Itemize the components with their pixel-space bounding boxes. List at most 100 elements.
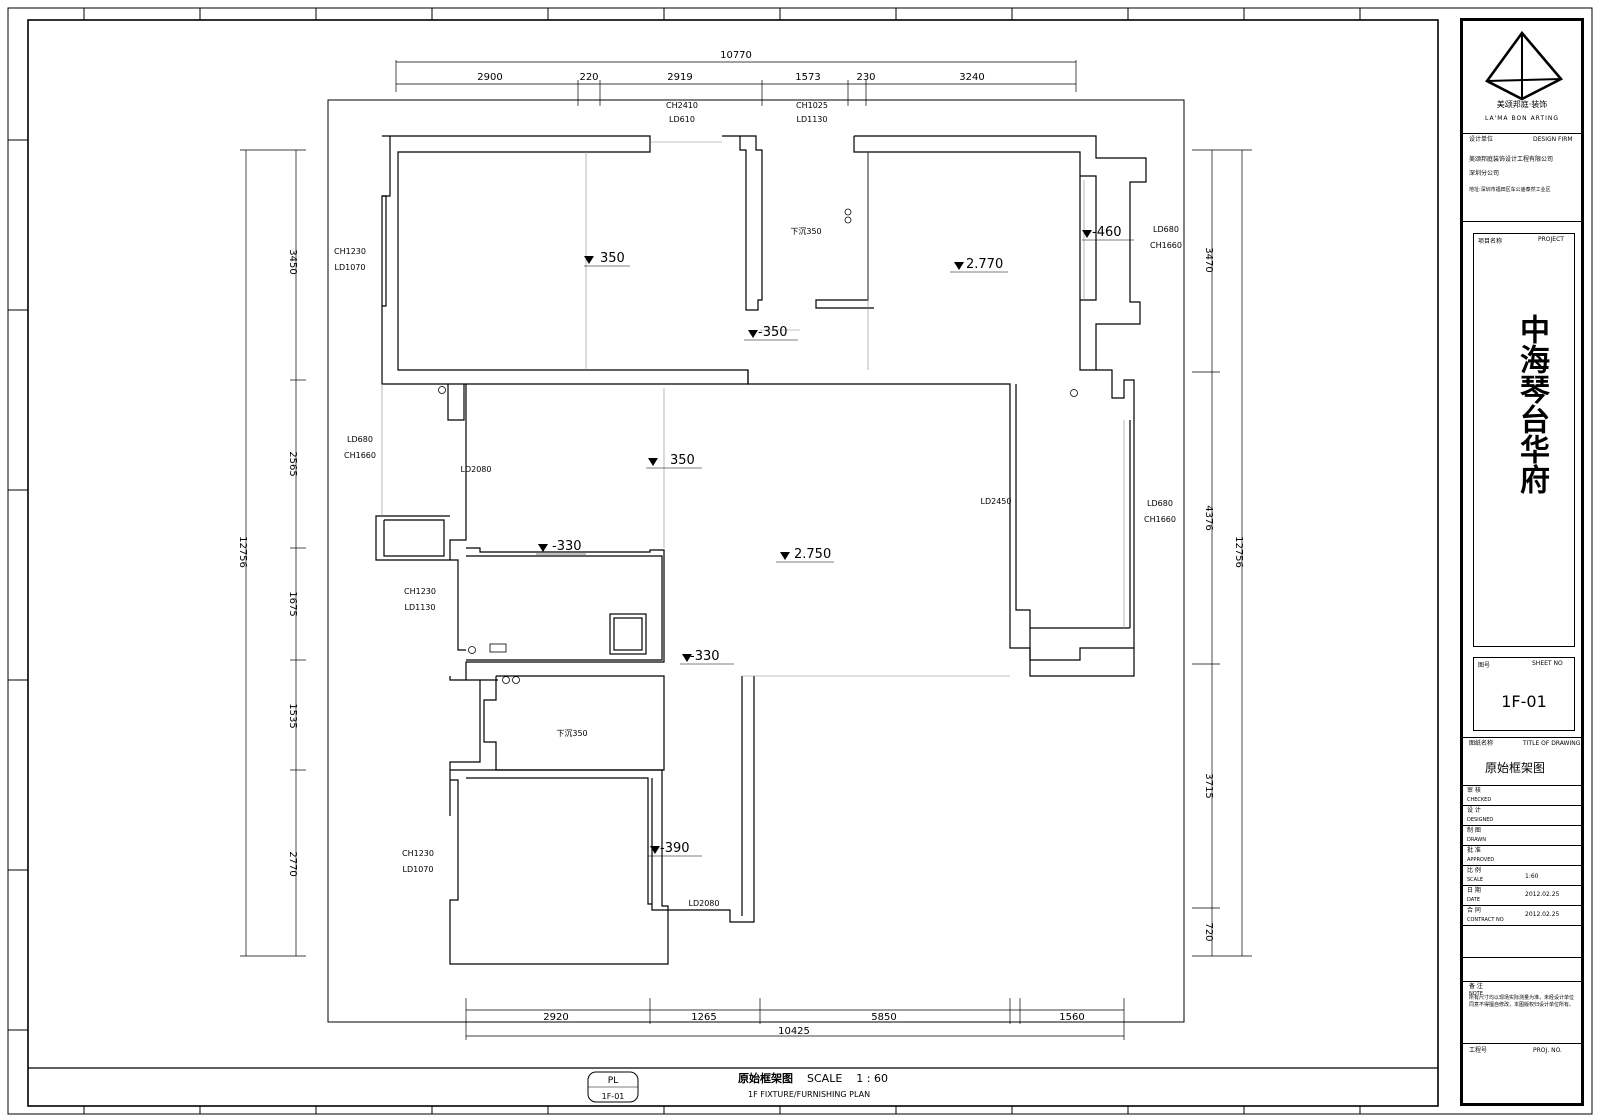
dim-top-total: 10770: [720, 50, 752, 61]
note-text: 所有尺寸均以现场实际测量为准，未经设计单位同意不得擅自修改，本图版权归设计单位所…: [1469, 995, 1575, 1008]
proj-no-label-en: PROJ. NO.: [1533, 1047, 1562, 1054]
sheet-number-box: 图号 SHEET NO 1F-01: [1473, 657, 1575, 731]
svg-text:1F-01: 1F-01: [602, 1092, 625, 1101]
dimension-lines: [240, 60, 1252, 1040]
drawing-title-section: 图纸名称 TITLE OF DRAWING: [1463, 737, 1581, 747]
window-7-a: CH1230: [404, 587, 436, 596]
svg-text:-330: -330: [552, 539, 582, 554]
window-6-a: LD680: [1147, 499, 1173, 508]
note-label-en: NOTE: [1469, 991, 1483, 997]
window-7-b: LD1130: [405, 603, 436, 612]
svg-text:-390: -390: [660, 841, 690, 856]
drawing-tag: PL 1F-01: [587, 1071, 639, 1103]
project-label: 项目名称: [1478, 238, 1503, 245]
window-5-a: LD680: [347, 435, 373, 444]
dim-left-4: 1535: [287, 703, 298, 728]
divider: [1463, 957, 1581, 958]
level-marker: -330: [680, 649, 734, 665]
dim-bottom-2: 1265: [691, 1012, 716, 1023]
window-4-b: CH1660: [1150, 241, 1182, 250]
svg-text:2.770: 2.770: [966, 257, 1003, 272]
window-8-b: LD1070: [403, 865, 434, 874]
caption-scale-label: SCALE: [807, 1072, 843, 1085]
window-2-a: CH1025: [796, 101, 828, 110]
caption-title: 原始框架图: [738, 1072, 793, 1085]
caption-subtitle: 1F FIXTURE/FURNISHING PLAN: [748, 1090, 871, 1099]
divider: [1463, 221, 1581, 222]
drop-1: 下沉350: [790, 227, 821, 236]
dim-left-total: 12756: [237, 536, 248, 568]
dim-left-2: 2565: [287, 451, 298, 476]
dim-left-3: 1675: [287, 591, 298, 616]
svg-text:-350: -350: [758, 325, 788, 340]
walls: [375, 135, 1147, 965]
dim-right-3: 3715: [1203, 773, 1214, 798]
title-block: 美颂邦庭·装饰 LA'MA BON ARTING 设计单位 DESIGN FIR…: [1460, 18, 1584, 1106]
dimension-labels: 10770 2900 220 2919 1573 230 3240 2920 1…: [237, 50, 1244, 1037]
design-label: 设计单位: [1469, 136, 1494, 143]
door-2: LD2450: [981, 497, 1012, 506]
divider: [1463, 925, 1581, 926]
drop-2: 下沉350: [556, 729, 587, 738]
dim-top-4: 1573: [795, 72, 820, 83]
svg-text:350: 350: [600, 251, 625, 266]
dim-left-1: 3450: [287, 249, 298, 274]
drawing-title: 原始框架图: [1485, 761, 1546, 775]
project-label-en: PROJECT: [1538, 236, 1564, 243]
note-section: 备 注 NOTE: [1463, 981, 1581, 997]
drawing-label: 图纸名称: [1469, 740, 1494, 747]
proj-no-section: 工程号 PROJ. NO.: [1463, 1043, 1581, 1054]
level-marker: 350: [646, 453, 702, 469]
dim-bottom-3: 5850: [871, 1012, 896, 1023]
drawing-frame: [27, 19, 1439, 1107]
fixtures: [438, 208, 1078, 684]
company-logo-icon: [1485, 30, 1564, 101]
window-4-a: LD680: [1153, 225, 1179, 234]
level-markers: 350 2.770 -460 -350 350 -330 2.750 -330 …: [536, 225, 1134, 857]
opening-labels: CH2410 LD610 CH1025 LD1130 CH1230 LD1070…: [334, 101, 1182, 908]
sheet-label: 图号: [1478, 662, 1491, 669]
window-8-a: CH1230: [402, 849, 434, 858]
door-3: LD2080: [689, 899, 720, 908]
dim-right-total: 12756: [1233, 536, 1244, 568]
window-1-b: LD610: [669, 115, 695, 124]
company-name: 美颂邦庭装饰设计工程有限公司: [1469, 156, 1554, 163]
drawing-caption: 原始框架图 SCALE 1 : 60: [738, 1070, 888, 1086]
dim-bottom-4: 1560: [1059, 1012, 1084, 1023]
drawing-label-en: TITLE OF DRAWING: [1523, 740, 1581, 747]
site-boundary: [327, 99, 1185, 1023]
window-3-b: LD1070: [335, 263, 366, 272]
design-firm-section: 设计单位 DESIGN FIRM 美颂邦庭装饰设计工程有限公司 深圳分公司 地址…: [1463, 133, 1581, 194]
window-1-a: CH2410: [666, 101, 698, 110]
project-box: 项目名称 PROJECT 中海琴台华府: [1473, 233, 1575, 647]
branch-name: 深圳分公司: [1469, 170, 1500, 177]
outer-border: [7, 7, 1593, 1115]
level-marker: -460: [1082, 225, 1134, 241]
window-3-a: CH1230: [334, 247, 366, 256]
proj-no-label: 工程号: [1469, 1047, 1488, 1054]
dim-left-5: 2770: [287, 851, 298, 876]
dim-right-4: 720: [1203, 922, 1214, 941]
note-label: 备 注: [1469, 983, 1483, 990]
dim-bottom-total: 10425: [778, 1026, 810, 1037]
openings: [381, 141, 1125, 677]
dim-right-1: 3470: [1203, 247, 1214, 272]
door-1: LD2080: [461, 465, 492, 474]
dim-top-2: 220: [579, 72, 598, 83]
brand-cn: 美颂邦庭·装饰: [1496, 100, 1548, 109]
design-label-en: DESIGN FIRM: [1533, 136, 1573, 143]
level-marker: -350: [744, 325, 798, 341]
dim-top-3: 2919: [667, 72, 692, 83]
svg-text:-330: -330: [690, 649, 720, 664]
caption-scale-value: 1 : 60: [856, 1072, 888, 1085]
window-5-b: CH1660: [344, 451, 376, 460]
project-name: 中海琴台华府: [1514, 314, 1549, 494]
level-marker: -330: [536, 539, 586, 555]
dim-top-1: 2900: [477, 72, 502, 83]
